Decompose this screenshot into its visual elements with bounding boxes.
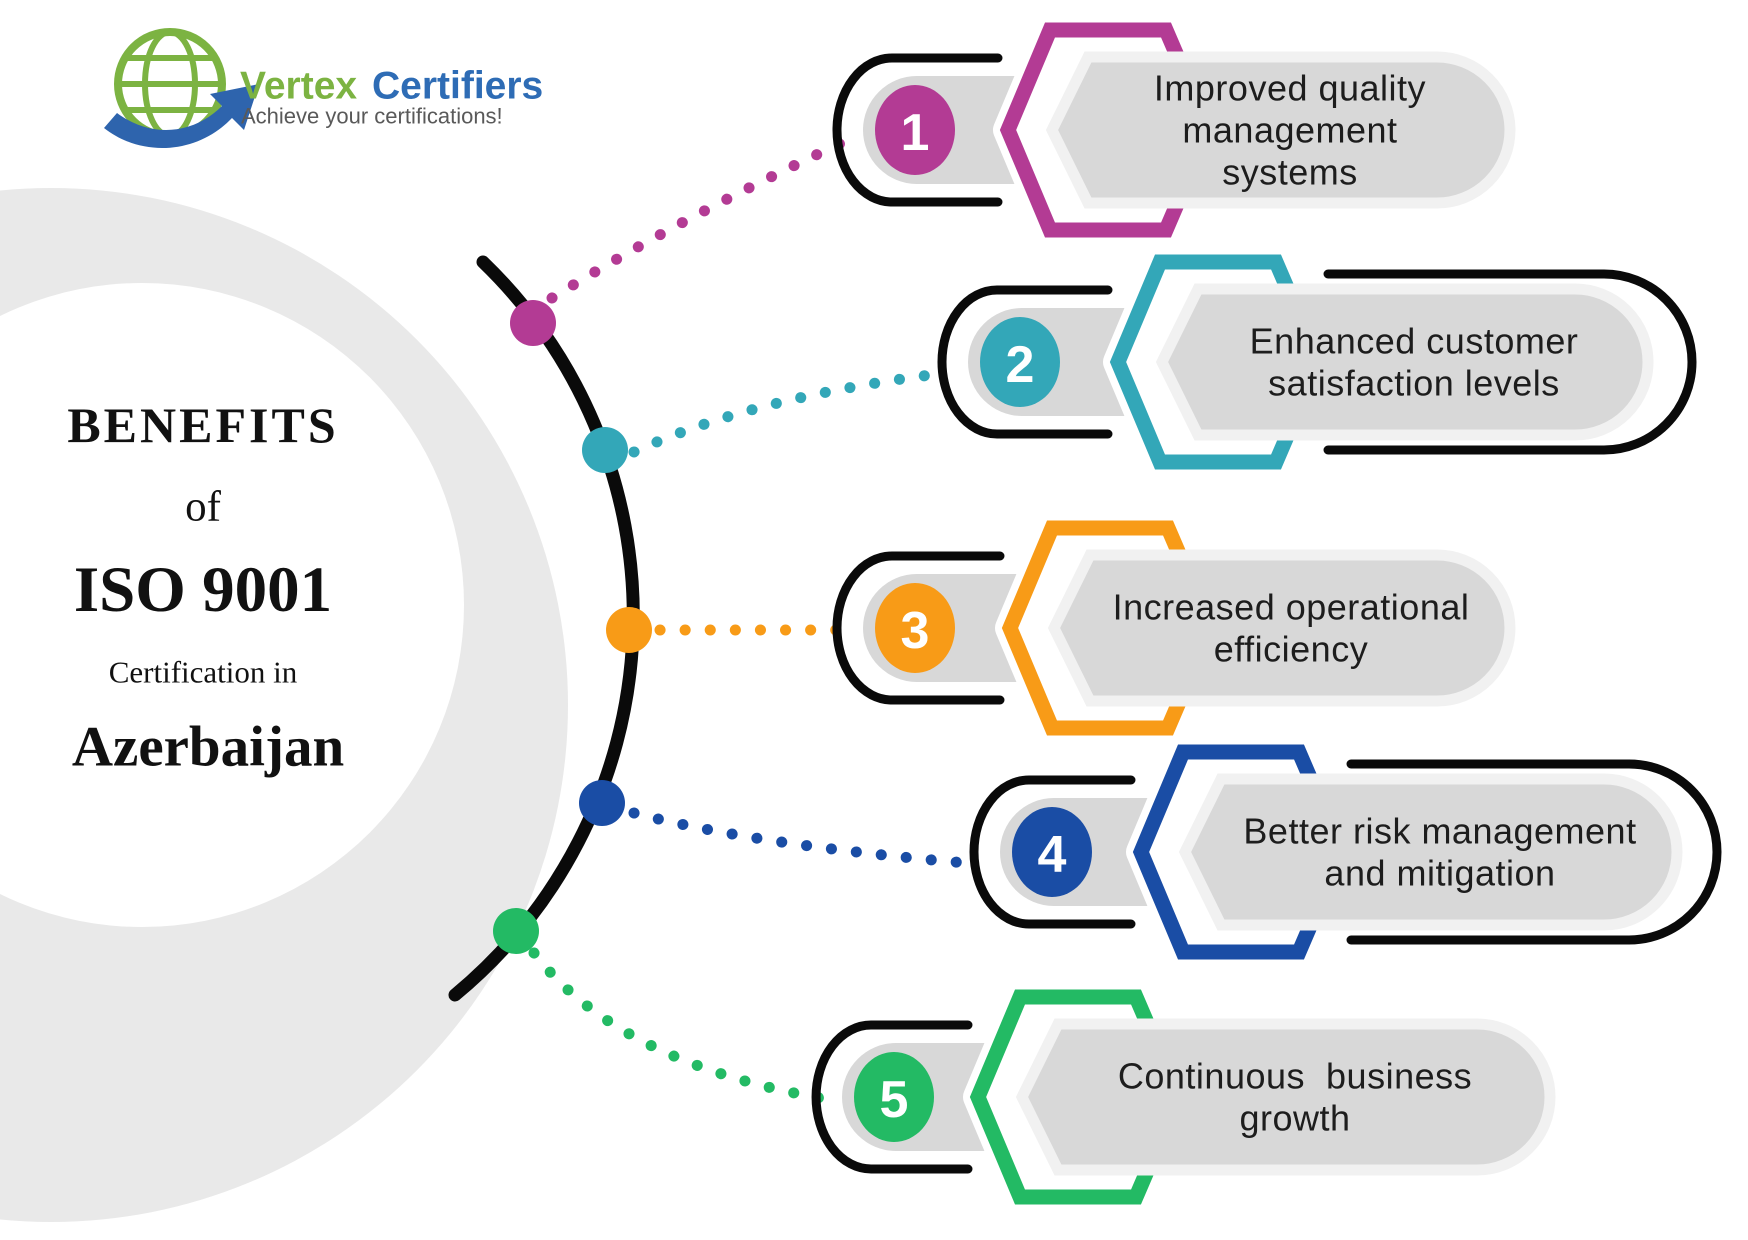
item-number-badge <box>1012 807 1092 897</box>
arc-node-dot <box>582 427 628 473</box>
item-outline-right <box>1323 269 1697 455</box>
ring-hole <box>0 283 464 927</box>
item-text-line: and mitigation <box>1324 853 1555 894</box>
connector-dots <box>546 134 854 304</box>
item-outline-left <box>832 551 1005 705</box>
item-text-capsule <box>1047 549 1516 707</box>
item-outline-left <box>969 775 1136 929</box>
item-number-badge <box>854 1052 934 1142</box>
item-outline-left <box>937 285 1113 439</box>
item-text-capsule <box>1045 51 1516 209</box>
item-number: 4 <box>1038 826 1067 884</box>
item-number-badge <box>875 85 955 175</box>
title-of: of <box>185 484 222 531</box>
item-text-line: management <box>1182 110 1397 151</box>
logo: Vertex Certifiers Achieve your certifica… <box>104 28 543 149</box>
title-block: BENEFITS of ISO 9001 Certification in Az… <box>67 397 344 779</box>
item-text-line: Enhanced customer <box>1250 321 1579 362</box>
item-outline-left <box>832 53 1003 207</box>
item-text-capsule <box>1015 1018 1556 1176</box>
logo-brand-secondary: Certifiers <box>372 65 543 108</box>
item-number-badge <box>980 317 1060 407</box>
item-text-line: systems <box>1222 152 1358 193</box>
item-text-line: Continuous business <box>1118 1056 1472 1097</box>
title-iso-9001: ISO 9001 <box>74 554 332 626</box>
connector-dots <box>528 947 826 1104</box>
item-text-line: efficiency <box>1214 629 1368 670</box>
item-number-badge <box>875 583 955 673</box>
item-number: 3 <box>901 602 930 660</box>
item-outline-right <box>1346 759 1722 945</box>
side-ring <box>0 188 568 1222</box>
arc-node-dot <box>493 908 539 954</box>
item-number: 2 <box>1006 336 1035 394</box>
item-text-line: Better risk management <box>1243 811 1636 852</box>
title-certification-in: Certification in <box>109 655 298 690</box>
title-benefits: BENEFITS <box>67 397 338 453</box>
item-number: 1 <box>901 104 930 162</box>
item-number: 5 <box>880 1071 909 1129</box>
item-outline-left <box>811 1020 973 1174</box>
item-text-capsule <box>1155 283 1654 441</box>
logo-arrow-icon <box>104 84 259 149</box>
arc-node-dot <box>606 607 652 653</box>
logo-brand-primary: Vertex <box>240 65 357 108</box>
item-text-line: growth <box>1239 1098 1350 1139</box>
item-text-line: satisfaction levels <box>1268 363 1560 404</box>
item-text-capsule <box>1178 773 1683 931</box>
title-azerbaijan: Azerbaijan <box>72 716 344 779</box>
arc-node-dot <box>510 300 556 346</box>
logo-tagline: Achieve your certifications! <box>241 104 503 129</box>
item-text-line: Increased operational <box>1113 587 1470 628</box>
item-text-line: Improved quality <box>1154 68 1426 109</box>
arc-node-dot <box>579 780 625 826</box>
connector-dots <box>628 807 984 870</box>
connector-dots <box>628 368 944 458</box>
